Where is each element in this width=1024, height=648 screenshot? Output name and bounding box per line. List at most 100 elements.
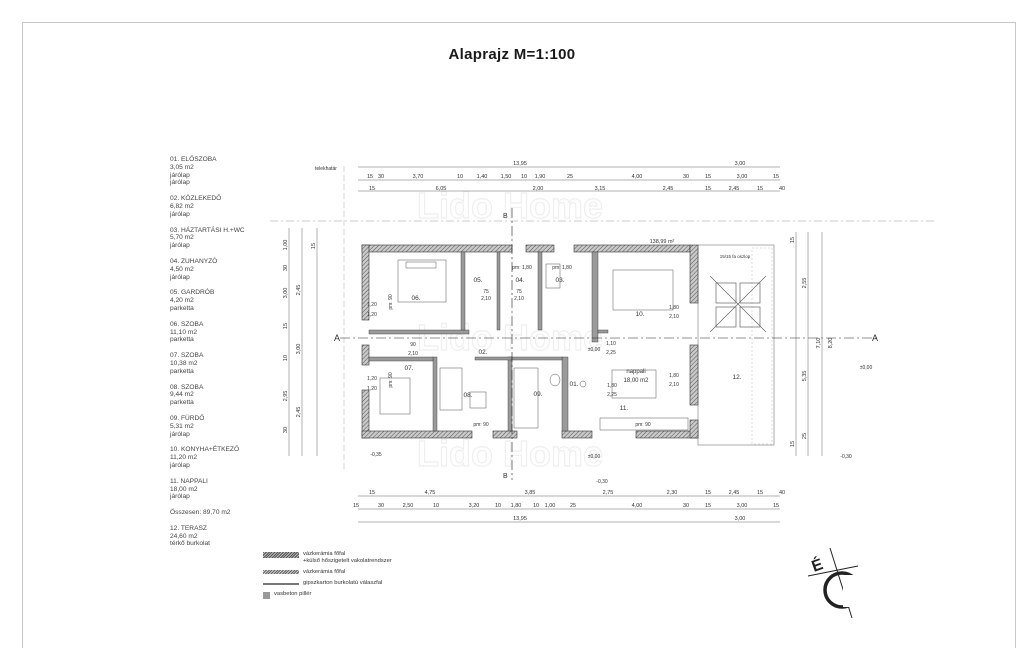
dim-label: 1,50 [501, 174, 512, 180]
material-legend: vázkerámia főfal+külső hőszigetelt vakol… [263, 551, 392, 603]
terrace-post-label: 15/15 fa oszlop [720, 254, 751, 259]
room-number: 03. [555, 277, 564, 284]
dim-label: 15 [773, 174, 779, 180]
door-label: pm: 1,80 [552, 265, 572, 271]
room-entry-11: 11. NAPPALI 18,00 m2 járólap [170, 478, 265, 501]
door-dim: 1,20 [367, 376, 377, 382]
room-area: 11,10 m2 [170, 328, 198, 336]
room-floor: térkő burkolat [170, 540, 210, 548]
level-label: -0,30 [840, 454, 852, 460]
door-dim: 2,10 [481, 296, 491, 302]
dim-label: 40 [779, 186, 785, 192]
section-label: A [334, 333, 340, 343]
door-dimensions: 90 2,10 75 2,10 75 2,10 1,20 1,20 1,20 1… [367, 289, 679, 398]
dim-label: 1,00 [545, 503, 556, 509]
total-area: Összesen: 89,70 m2 [170, 509, 231, 517]
dim-label: 3,70 [413, 174, 424, 180]
room-number: 10. [635, 311, 644, 318]
dim-label: 2,45 [729, 186, 740, 192]
dim-label: 10 [533, 503, 539, 509]
room-name: 04. ZUHANYZÓ [170, 257, 218, 265]
door-dim: 1,10 [606, 341, 616, 347]
material-label: vázkerámia főfal [303, 551, 346, 557]
level-label: -0,35 [370, 452, 382, 458]
room-floor: parketta [170, 399, 194, 407]
dim-label: 8,20 [828, 338, 834, 349]
material-label: vasbeton pillér [274, 591, 312, 597]
sofa [611, 369, 657, 399]
room-area: 5,31 m2 [170, 422, 194, 430]
watermark-text: Lido Home [417, 317, 603, 358]
room-floor: járólap [170, 461, 190, 469]
room-entry-02: 02. KÖZLEKEDŐ 6,82 m2 járólap [170, 195, 265, 218]
room-entry-01: 01. ELŐSZOBA 3,05 m2 járólap járólap [170, 156, 265, 187]
right-dimension-labels: 15 2,55 7,10 8,20 5,35 15 25 [790, 237, 834, 447]
room-number: 12. [732, 374, 741, 381]
room-floor: járólap [170, 273, 190, 281]
room-entry-06: 06. SZOBA 11,10 m2 parketta [170, 321, 265, 344]
room-entry-04: 04. ZUHANYZÓ 4,50 m2 járólap [170, 258, 265, 281]
dim-label: 2,50 [403, 503, 414, 509]
room-name: 07. SZOBA [170, 352, 204, 360]
dim-label: 3,00 [737, 174, 748, 180]
north-arrow: É [807, 547, 861, 619]
room-entry-10: 10. KONYHA+ÉTKEZŐ 11,20 m2 járólap [170, 446, 265, 469]
room-name: 05. GARDRÓB [170, 289, 215, 297]
level-label: -0,30 [596, 479, 608, 485]
door-label: pm: 90 [388, 372, 394, 388]
dim-label: 2,45 [296, 407, 302, 418]
dim-label: 2,75 [603, 490, 614, 496]
dim-label: 15 [790, 237, 796, 243]
room-area: 18,00 m2 [170, 485, 198, 493]
material-key: vasbeton pillér [263, 591, 392, 599]
room-area: 5,70 m2 [170, 234, 194, 242]
room-number: 06. [411, 295, 420, 302]
bathtub [513, 367, 539, 429]
lot-line-label: telekhatár [315, 166, 337, 172]
washer [545, 263, 561, 289]
room-label-nappali-area: 18,00 m2 [623, 378, 649, 384]
room-floor: járólap [170, 171, 190, 179]
dim-label: 2,45 [296, 285, 302, 296]
dim-label: 25 [570, 503, 576, 509]
dim-label: 15 [773, 503, 779, 509]
dim-label: 15 [369, 186, 375, 192]
door-dim: 2,10 [669, 382, 679, 388]
section-markers: A A B B [334, 213, 878, 480]
hatch-swatch [263, 570, 299, 574]
dim-label: 10 [495, 503, 501, 509]
room-name: 11. NAPPALI [170, 477, 208, 485]
door-dim: 2,25 [606, 350, 616, 356]
dim-label: 5,35 [802, 371, 808, 382]
room-labels: 01. 02. 03. 04. 05. 06. 07. 08. 09. 10. … [370, 239, 872, 485]
room-entry-12: 12. TERASZ 24,60 m2 térkő burkolat [170, 525, 265, 548]
door-dim: 1,80 [607, 383, 617, 389]
drawing-sheet [22, 22, 1016, 648]
door-dim: 1,80 [669, 373, 679, 379]
room-name: 06. SZOBA [170, 320, 204, 328]
dim-label: 4,00 [632, 174, 643, 180]
furniture [379, 259, 689, 431]
dim-label: 10 [457, 174, 463, 180]
room-number: 01. [569, 381, 578, 388]
dim-label: 4,00 [632, 503, 643, 509]
dim-label: 25 [567, 174, 573, 180]
room-name: 10. KONYHA+ÉTKEZŐ [170, 446, 240, 454]
door-dim: 2,10 [514, 296, 524, 302]
door-label: pm: 90 [473, 422, 489, 428]
room-number: 08. [463, 392, 472, 399]
dim-label: 1,90 [535, 174, 546, 180]
dim-label: 3,00 [283, 288, 289, 299]
level-label: ±0,00 [588, 347, 601, 353]
room-area: 24,60 m2 [170, 532, 198, 540]
room-number: 04. [515, 277, 524, 284]
room-floor: parketta [170, 336, 194, 344]
section-label: B [503, 473, 508, 480]
room-area: 4,20 m2 [170, 297, 194, 305]
dim-label: 15 [790, 441, 796, 447]
door-dim: 75 [483, 289, 489, 295]
dim-label: 1,40 [477, 174, 488, 180]
dim-label: 15 [283, 323, 289, 329]
room-number: 11. [620, 405, 629, 412]
section-label: A [872, 333, 878, 343]
